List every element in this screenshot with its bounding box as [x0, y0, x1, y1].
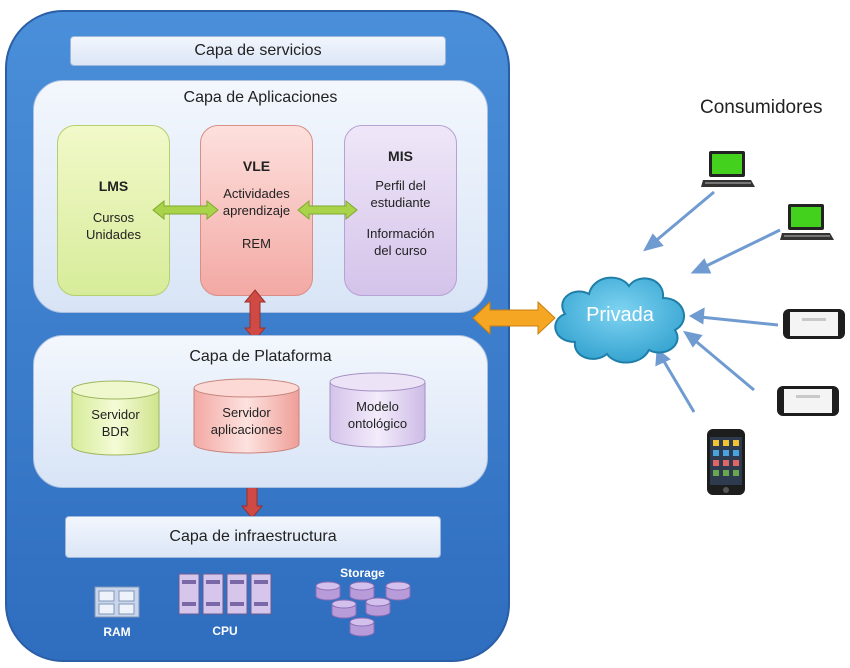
mis-card: MIS Perfil del estudiante Información de…: [344, 125, 457, 296]
vle-title: VLE: [242, 158, 271, 174]
bdr-server-cylinder: Servidor BDR: [71, 380, 160, 456]
orange-connection-arrow: [472, 300, 556, 336]
laptop-icon: [701, 151, 755, 187]
vle-line1: Actividades: [223, 186, 290, 201]
cpu-resource: CPU: [178, 572, 272, 642]
cloud-icon: [554, 276, 685, 364]
infrastructure-layer-bar: Capa de infraestructura: [65, 516, 441, 558]
cpu-icon: [178, 573, 272, 615]
mis-title: MIS: [388, 148, 413, 164]
infrastructure-layer-label: Capa de infraestructura: [169, 528, 337, 545]
onto-line2: ontológico: [347, 416, 408, 431]
app-platform-arrow: [243, 289, 267, 341]
private-cloud: Privada: [545, 262, 695, 370]
ontology-model-cylinder: Modelo ontológico: [329, 372, 426, 448]
vle-line2: aprendizaje: [222, 203, 291, 218]
smartphone-landscape-icon: [783, 309, 845, 339]
mis-line3: Información: [366, 226, 435, 241]
consumer-arrows: [643, 190, 781, 413]
ram-resource: RAM: [94, 585, 140, 643]
services-layer-bar: Capa de servicios: [70, 36, 446, 66]
apps-line1: Servidor: [222, 405, 271, 420]
app-server-cylinder: Servidor aplicaciones: [193, 378, 300, 454]
smartphone-landscape-icon-2: [777, 386, 839, 416]
services-layer-label: Capa de servicios: [194, 42, 322, 59]
mis-line4: del curso: [374, 243, 427, 258]
vle-line3: REM: [242, 236, 271, 251]
bdr-line1: Servidor: [91, 407, 140, 422]
cpu-label: CPU: [212, 624, 238, 638]
ram-label: RAM: [103, 625, 131, 639]
lms-vle-arrow: [152, 199, 219, 221]
laptop-icon-2: [780, 204, 834, 240]
bdr-line2: BDR: [101, 424, 130, 439]
ram-icon: [94, 586, 140, 618]
lms-title: LMS: [98, 178, 129, 194]
lms-line2: Unidades: [86, 227, 141, 242]
storage-icon: [315, 581, 411, 637]
storage-resource: Storage: [310, 566, 415, 646]
storage-label: Storage: [340, 566, 385, 580]
cloud-label: Privada: [586, 304, 654, 326]
applications-layer-title: Capa de Aplicaciones: [183, 89, 338, 106]
consumers-title: Consumidores: [700, 97, 823, 118]
mis-line1: Perfil del: [375, 178, 426, 193]
vle-mis-arrow: [297, 199, 358, 221]
vle-card: VLE Actividades aprendizaje REM: [200, 125, 313, 296]
platform-layer-title: Capa de Plataforma: [189, 348, 332, 365]
apps-line2: aplicaciones: [210, 422, 283, 437]
smartphone-portrait-icon: [707, 429, 745, 495]
mis-line2: estudiante: [370, 195, 431, 210]
onto-line1: Modelo: [356, 399, 399, 414]
lms-card: LMS Cursos Unidades: [57, 125, 170, 296]
lms-line1: Cursos: [92, 210, 135, 225]
